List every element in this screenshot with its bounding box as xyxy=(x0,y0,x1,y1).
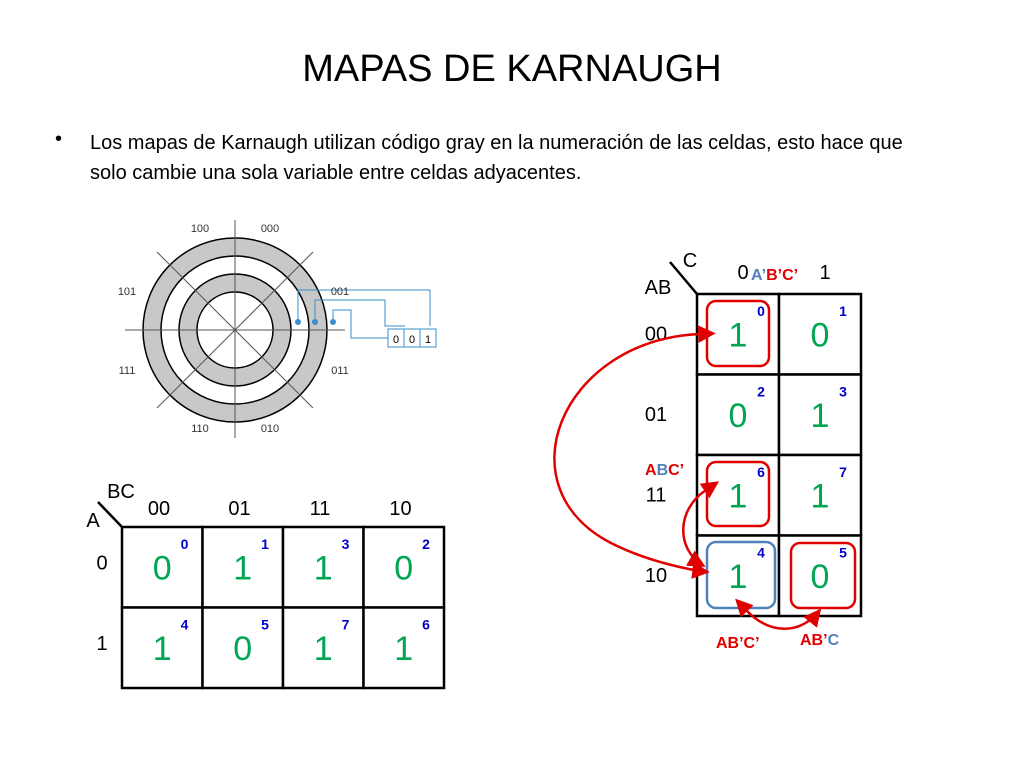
row-header: 10 xyxy=(645,565,667,587)
adjacency-arrow-4-5 xyxy=(735,598,822,630)
row-variable: AB xyxy=(645,277,672,299)
adjacency-arrow-0-4 xyxy=(553,325,716,579)
column-header: 11 xyxy=(310,498,331,520)
cell-value: 1 xyxy=(811,397,830,435)
cell-value: 1 xyxy=(729,558,748,596)
cell-index: 7 xyxy=(839,464,847,480)
adjacency-arrow-6-4 xyxy=(682,481,720,568)
encoder-label: 100 xyxy=(191,223,209,235)
slide-title: MAPAS DE KARNAUGH xyxy=(302,48,722,90)
column-header: 01 xyxy=(228,498,250,520)
cell-value: 1 xyxy=(729,477,748,515)
kmap-cell xyxy=(281,525,365,609)
kmap-cell xyxy=(281,606,365,690)
cell-index: 3 xyxy=(839,384,847,400)
cell-index: 0 xyxy=(757,303,765,319)
gray-code-encoder-diagram: 0 0 1 100 000 101 001 111 011 110 010 xyxy=(105,198,445,438)
cell-value: 1 xyxy=(394,630,413,668)
term-label-side-part: A xyxy=(645,462,657,479)
group-highlight-cell-5 xyxy=(789,541,857,610)
row-header: 1 xyxy=(96,633,107,655)
kmap-cell xyxy=(120,525,204,609)
encoder-bit: 0 xyxy=(409,334,415,346)
cell-index: 0 xyxy=(181,536,189,552)
cell-index: 3 xyxy=(342,536,350,552)
kmap-highlights: A’B’C’ABC’AB’C’AB’C xyxy=(553,267,857,652)
cell-value: 1 xyxy=(729,316,748,354)
cell-value: 1 xyxy=(314,630,333,668)
term-label-top-part: A’ xyxy=(751,267,766,284)
term-label-bottom-left: AB’C’ xyxy=(716,635,760,652)
encoder-label: 001 xyxy=(331,286,349,298)
kmap-diagonal xyxy=(97,501,123,528)
row-header: 01 xyxy=(645,404,667,426)
cell-value: 0 xyxy=(233,630,252,668)
cell-index: 1 xyxy=(261,536,269,552)
column-variable: BC xyxy=(107,481,135,503)
cell-value: 1 xyxy=(314,549,333,587)
cell-index: 1 xyxy=(839,303,847,319)
cell-value: 1 xyxy=(153,630,172,668)
encoder-bit: 1 xyxy=(425,334,431,346)
bullet-text: Los mapas de Karnaugh utilizan código gr… xyxy=(90,132,903,184)
cell-value: 0 xyxy=(811,558,830,596)
cell-index: 6 xyxy=(422,617,430,633)
encoder-label: 111 xyxy=(119,365,136,377)
term-label-bottom-right: AB’C xyxy=(800,632,840,649)
term-label-top-part: B’ xyxy=(766,267,782,284)
cell-index: 7 xyxy=(342,617,350,633)
cell-value: 0 xyxy=(729,397,748,435)
row-variable: A xyxy=(86,510,100,532)
encoder-label: 010 xyxy=(261,423,279,435)
cell-value: 0 xyxy=(811,316,830,354)
cell-index: 5 xyxy=(839,545,847,561)
cell-index: 2 xyxy=(757,384,765,400)
term-label-top: A’B’C’ xyxy=(751,267,798,284)
kmap-diagonal xyxy=(669,261,698,295)
cell-value: 0 xyxy=(394,549,413,587)
term-label-side-part: B xyxy=(657,462,669,479)
term-label-side: ABC’ xyxy=(645,462,684,479)
term-label-bottom-right-part: AB’ xyxy=(800,632,828,649)
encoder-label: 110 xyxy=(191,423,209,435)
cell-value: 0 xyxy=(153,549,172,587)
kmap-cell xyxy=(362,606,446,690)
kmap-cell xyxy=(201,606,285,690)
cell-index: 4 xyxy=(181,617,189,633)
column-header: 0 xyxy=(737,262,748,284)
kmap-cell xyxy=(362,525,446,609)
encoder-label: 011 xyxy=(331,365,349,377)
cell-index: 6 xyxy=(757,464,765,480)
term-label-side-part: C’ xyxy=(668,462,684,479)
encoder-label: 101 xyxy=(118,286,136,298)
row-header: 11 xyxy=(646,484,667,506)
column-variable: C xyxy=(683,250,697,272)
cell-value: 1 xyxy=(233,549,252,587)
kmap-cell xyxy=(777,292,863,376)
term-label-top-part: C’ xyxy=(782,267,798,284)
cell-value: 1 xyxy=(811,477,830,515)
encoder-bit: 0 xyxy=(393,334,399,346)
term-label-bottom-right-part: C xyxy=(828,632,840,649)
cell-index: 5 xyxy=(261,617,269,633)
column-header: 10 xyxy=(389,498,411,520)
kmap-cell xyxy=(777,453,863,537)
cell-index: 2 xyxy=(422,536,430,552)
row-header: 0 xyxy=(96,552,107,574)
cell-index: 4 xyxy=(757,545,765,561)
encoder-label: 000 xyxy=(261,223,279,235)
column-header: 00 xyxy=(148,498,170,520)
column-header: 1 xyxy=(819,262,830,284)
bullet-marker: • xyxy=(55,128,63,150)
